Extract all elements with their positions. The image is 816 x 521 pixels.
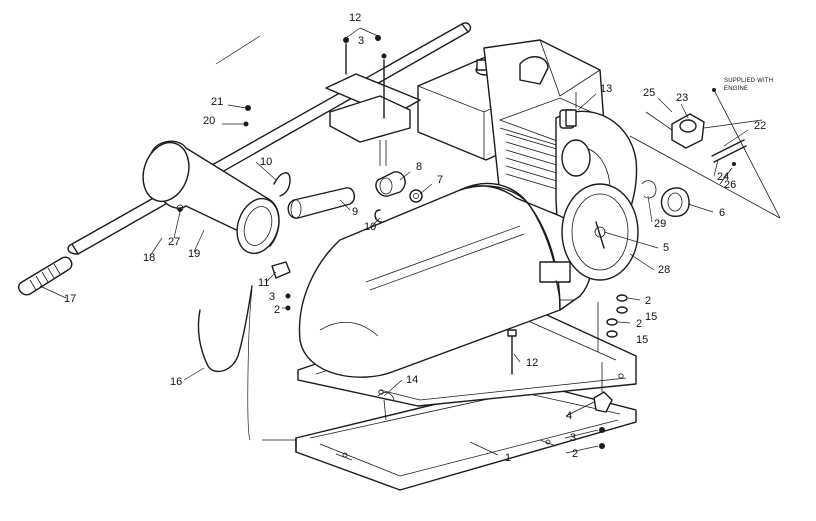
callout-c27: 27 — [168, 236, 180, 248]
callout-c6: 6 — [719, 207, 725, 219]
callout-c8: 8 — [416, 161, 422, 173]
callout-c7: 7 — [437, 174, 443, 186]
callout-c19: 19 — [188, 248, 200, 260]
callout-c2c: 2 — [636, 318, 642, 330]
exhaust-pipe — [287, 171, 423, 219]
callout-c20: 20 — [203, 115, 215, 127]
callout-c12b: 12 — [526, 357, 538, 369]
callout-c13: 13 — [600, 83, 612, 95]
callout-c4: 4 — [566, 410, 572, 422]
callout-c3a: 3 — [358, 35, 364, 47]
callout-c12a: 12 — [349, 12, 361, 24]
callout-c24: 24 — [717, 171, 729, 183]
callout-c2d: 2 — [572, 448, 578, 460]
callout-c1: 1 — [505, 452, 511, 464]
callout-c3b: 3 — [269, 291, 275, 303]
callout-c18: 18 — [143, 252, 155, 264]
callout-c9: 9 — [352, 206, 358, 218]
callout-c26: 26 — [724, 179, 736, 191]
note-line-1: SUPPLIED WITH — [724, 78, 773, 84]
top-bracket — [325, 35, 421, 166]
hardware — [178, 92, 628, 449]
note-line-2: ENGINE — [724, 86, 748, 92]
callout-c10a: 10 — [260, 156, 272, 168]
callout-c5: 5 — [663, 242, 669, 254]
callout-c3c: 3 — [570, 432, 576, 444]
callout-c2a: 2 — [274, 304, 280, 316]
leader-lines — [39, 27, 749, 456]
callout-c25: 25 — [643, 87, 655, 99]
callout-c29: 29 — [654, 218, 666, 230]
callout-c11: 11 — [258, 277, 269, 289]
generator — [298, 182, 639, 378]
callout-c16: 16 — [170, 376, 182, 388]
callout-c28: 28 — [658, 264, 670, 276]
callout-c14: 14 — [406, 374, 418, 386]
muffler-canister — [142, 140, 280, 255]
callout-c15a: 15 — [645, 311, 657, 323]
callout-c23: 23 — [676, 92, 688, 104]
supplied-with-engine-note: SUPPLIED WITH ENGINE — [724, 78, 773, 92]
callout-c15b: 15 — [636, 334, 648, 346]
callout-c17: 17 — [64, 293, 76, 305]
callout-c10b: 10 — [364, 221, 376, 233]
callout-c21: 21 — [211, 96, 223, 108]
callout-c2b: 2 — [645, 295, 651, 307]
callout-c22: 22 — [754, 120, 766, 132]
clamps-bands — [197, 172, 385, 373]
